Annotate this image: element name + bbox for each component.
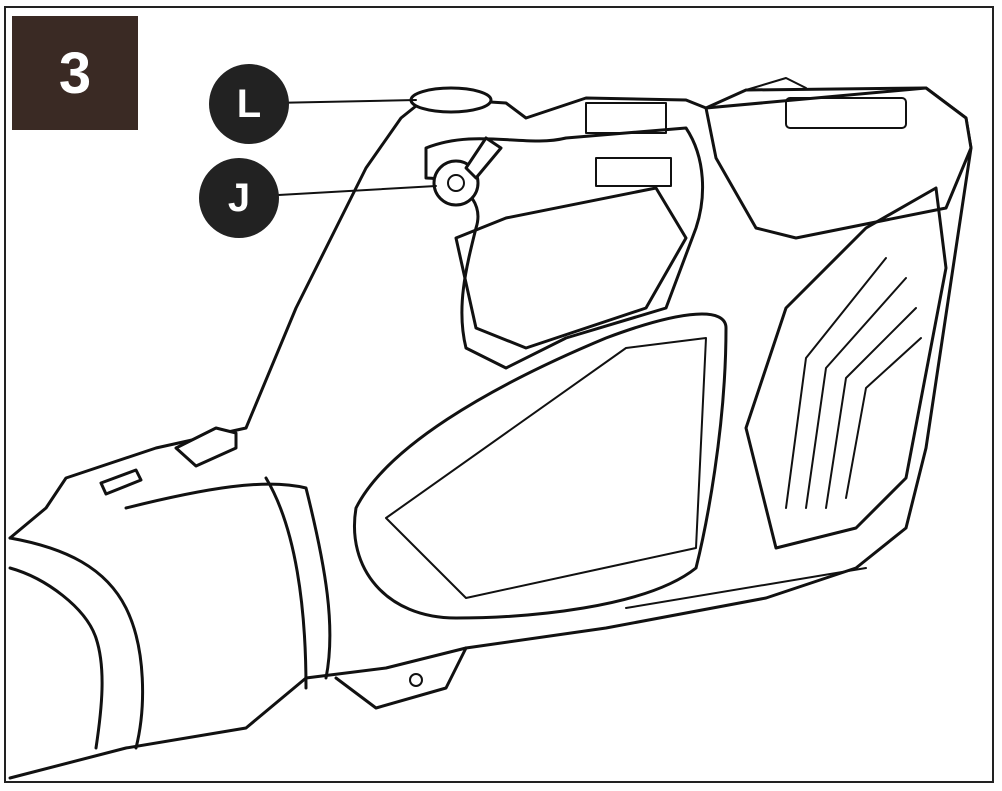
grip-texture-top <box>585 102 667 134</box>
handle-inner <box>454 186 688 350</box>
tube-collar <box>124 482 332 680</box>
lock-switch <box>99 468 143 496</box>
figure-frame: 3 L J <box>4 6 994 783</box>
handle-loop <box>424 126 704 370</box>
blower-illustration <box>8 77 973 780</box>
leader-l <box>270 99 417 104</box>
grip-window <box>353 312 728 620</box>
speed-switch <box>174 426 238 468</box>
grip-window-inner <box>385 337 707 599</box>
callout-l: L <box>209 64 289 144</box>
vent-frame <box>744 186 948 550</box>
knob-j <box>432 159 480 207</box>
battery-pack <box>704 86 973 240</box>
knob-lever <box>464 136 503 180</box>
cap-l <box>409 86 493 114</box>
bottom-ridge <box>625 567 867 609</box>
battery-latch <box>745 77 807 91</box>
callout-j: J <box>199 158 279 238</box>
grip-texture-side <box>595 157 672 187</box>
step-number-badge: 3 <box>12 16 138 130</box>
bottom-mount <box>334 646 468 710</box>
tube-collar-back <box>264 476 308 690</box>
nozzle-tube-inner <box>8 566 104 750</box>
leader-j <box>260 185 437 197</box>
battery-label-plate <box>785 97 907 129</box>
nozzle-tube <box>8 536 145 750</box>
